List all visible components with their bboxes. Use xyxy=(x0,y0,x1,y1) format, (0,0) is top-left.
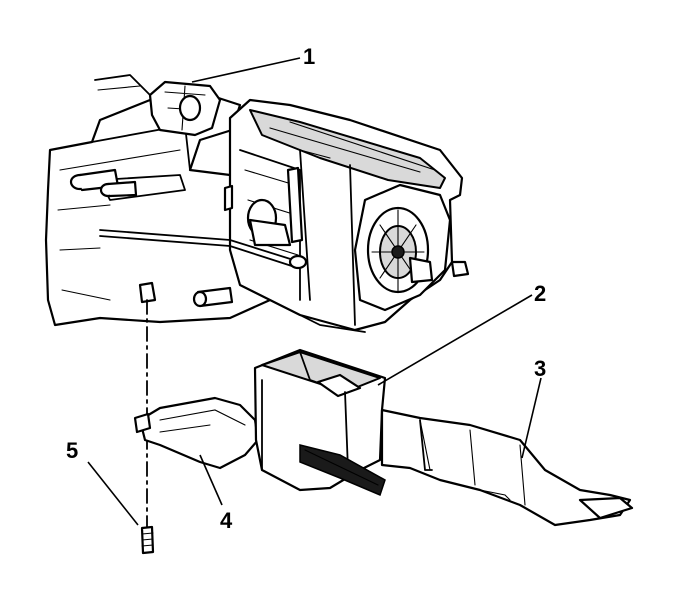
callout-2: 2 xyxy=(534,281,546,306)
leader-4 xyxy=(199,454,223,506)
hvac-module-assembly xyxy=(44,74,470,333)
leader-2 xyxy=(377,294,533,386)
leader-1 xyxy=(191,57,301,83)
floor-air-duct-assembly xyxy=(133,348,634,527)
leader-5 xyxy=(87,461,139,526)
callout-3: 3 xyxy=(534,356,546,381)
callout-1: 1 xyxy=(303,44,315,69)
callout-4: 4 xyxy=(220,508,233,533)
callout-leaders xyxy=(87,57,542,526)
bolt-part xyxy=(140,525,155,555)
leader-3 xyxy=(521,377,542,459)
callout-5: 5 xyxy=(66,438,78,463)
